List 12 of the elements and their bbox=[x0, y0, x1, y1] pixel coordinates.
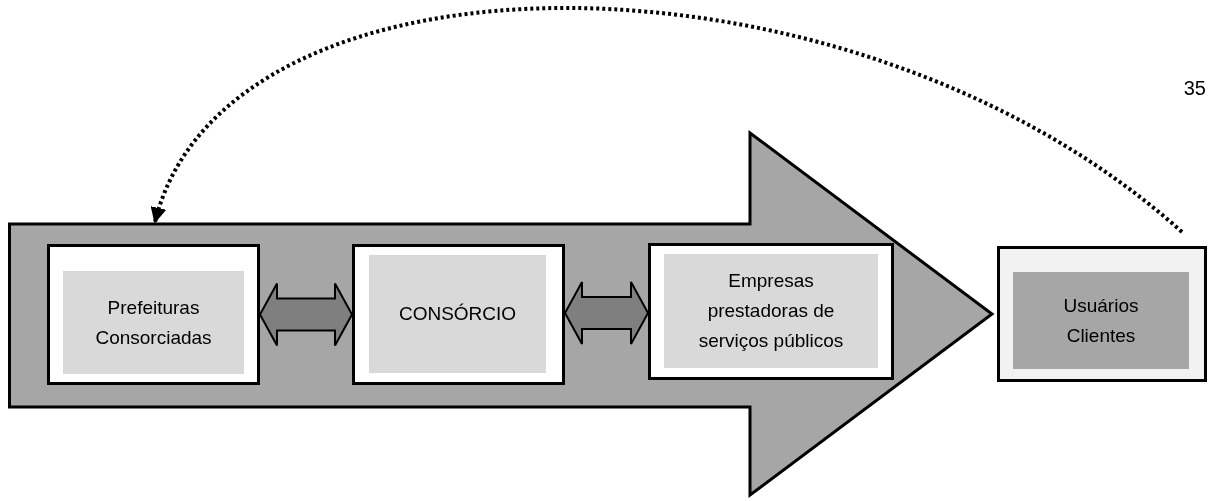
node-label: CONSÓRCIO bbox=[369, 255, 546, 373]
process-box bbox=[47, 244, 260, 385]
double-block-arrow bbox=[258, 282, 354, 347]
process-box bbox=[352, 244, 565, 385]
dotted-curved-arrow bbox=[153, 6, 1184, 234]
node-label: Prefeituras Consorciadas bbox=[63, 271, 244, 374]
page-number: 35 bbox=[1183, 78, 1206, 98]
node-label: Empresas prestadoras de serviços públicos bbox=[664, 254, 878, 368]
process-box bbox=[997, 246, 1207, 382]
double-block-arrow bbox=[563, 281, 650, 345]
process-box bbox=[648, 243, 894, 380]
node-label: Usuários Clientes bbox=[1013, 272, 1189, 369]
